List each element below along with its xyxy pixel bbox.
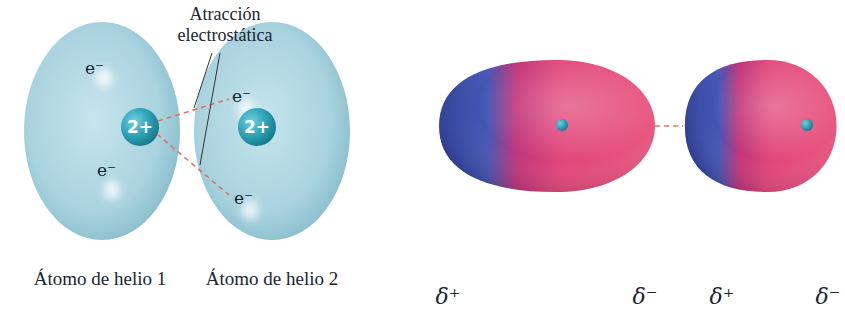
helium-atom: e⁻e⁻Átomo de helio 12+ — [24, 22, 180, 240]
nucleus: 2+ — [121, 108, 159, 146]
atom-caption: Átomo de helio 2 — [206, 268, 338, 290]
atom-caption: Átomo de helio 1 — [34, 268, 166, 290]
dipole-molecule: δ⁺δ⁻ — [435, 58, 657, 194]
partial-charge: δ⁺ — [436, 284, 461, 309]
helium-atom: e⁻e⁻Átomo de helio 22+ — [194, 22, 350, 240]
nucleus: 2+ — [238, 108, 276, 146]
dipole-molecule: δ⁺δ⁻ — [682, 58, 838, 194]
callout-label: Atracción electrostática — [160, 4, 290, 46]
electron-label: e⁻ — [97, 160, 116, 180]
partial-charge: δ⁺ — [710, 284, 735, 309]
electron-label: e⁻ — [234, 188, 253, 208]
electron-label: e⁻ — [85, 58, 104, 78]
partial-charge: δ⁻ — [633, 284, 658, 309]
charge-label: 2+ — [238, 108, 276, 146]
charge-label: 2+ — [121, 108, 159, 146]
partial-charge: δ⁻ — [816, 284, 841, 309]
attraction-line — [655, 125, 683, 127]
electron-label: e⁻ — [232, 86, 251, 106]
